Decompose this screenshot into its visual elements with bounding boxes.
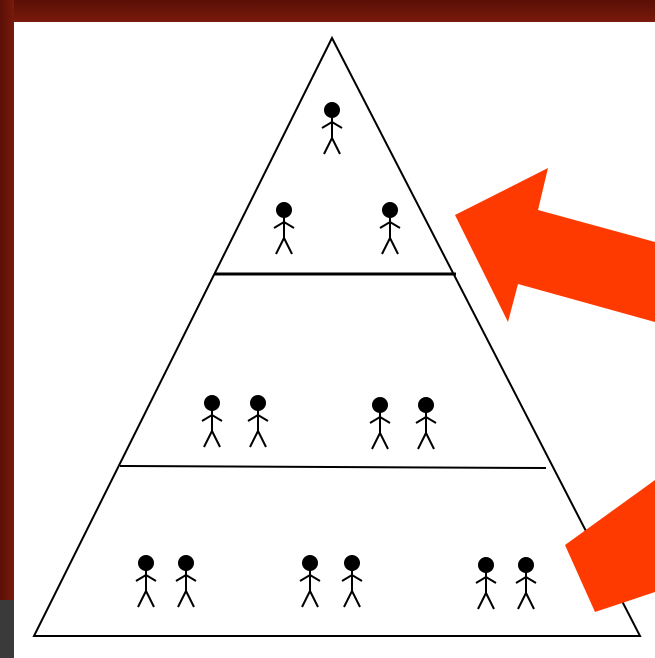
upper-arrow xyxy=(455,168,655,322)
pyramid-outline xyxy=(34,38,640,636)
